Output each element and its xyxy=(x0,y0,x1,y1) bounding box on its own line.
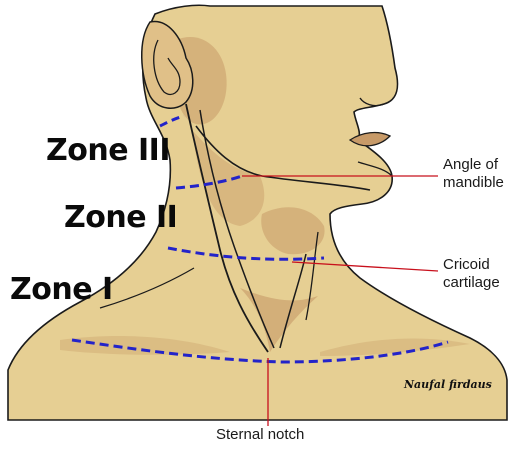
zone-iii-label: Zone III xyxy=(46,133,170,168)
sternal-notch-label: Sternal notch xyxy=(216,426,304,444)
artist-signature: Naufal firdaus xyxy=(404,378,492,391)
cricoid-cartilage-line1: Cricoid xyxy=(443,256,500,274)
angle-of-mandible-line2: mandible xyxy=(443,174,504,192)
cricoid-cartilage-label: Cricoid cartilage xyxy=(443,256,500,292)
cricoid-cartilage-line2: cartilage xyxy=(443,274,500,292)
angle-of-mandible-label: Angle of mandible xyxy=(443,156,504,192)
zone-i-label: Zone I xyxy=(10,272,113,307)
angle-of-mandible-line1: Angle of xyxy=(443,156,504,174)
zone-ii-label: Zone II xyxy=(64,200,177,235)
